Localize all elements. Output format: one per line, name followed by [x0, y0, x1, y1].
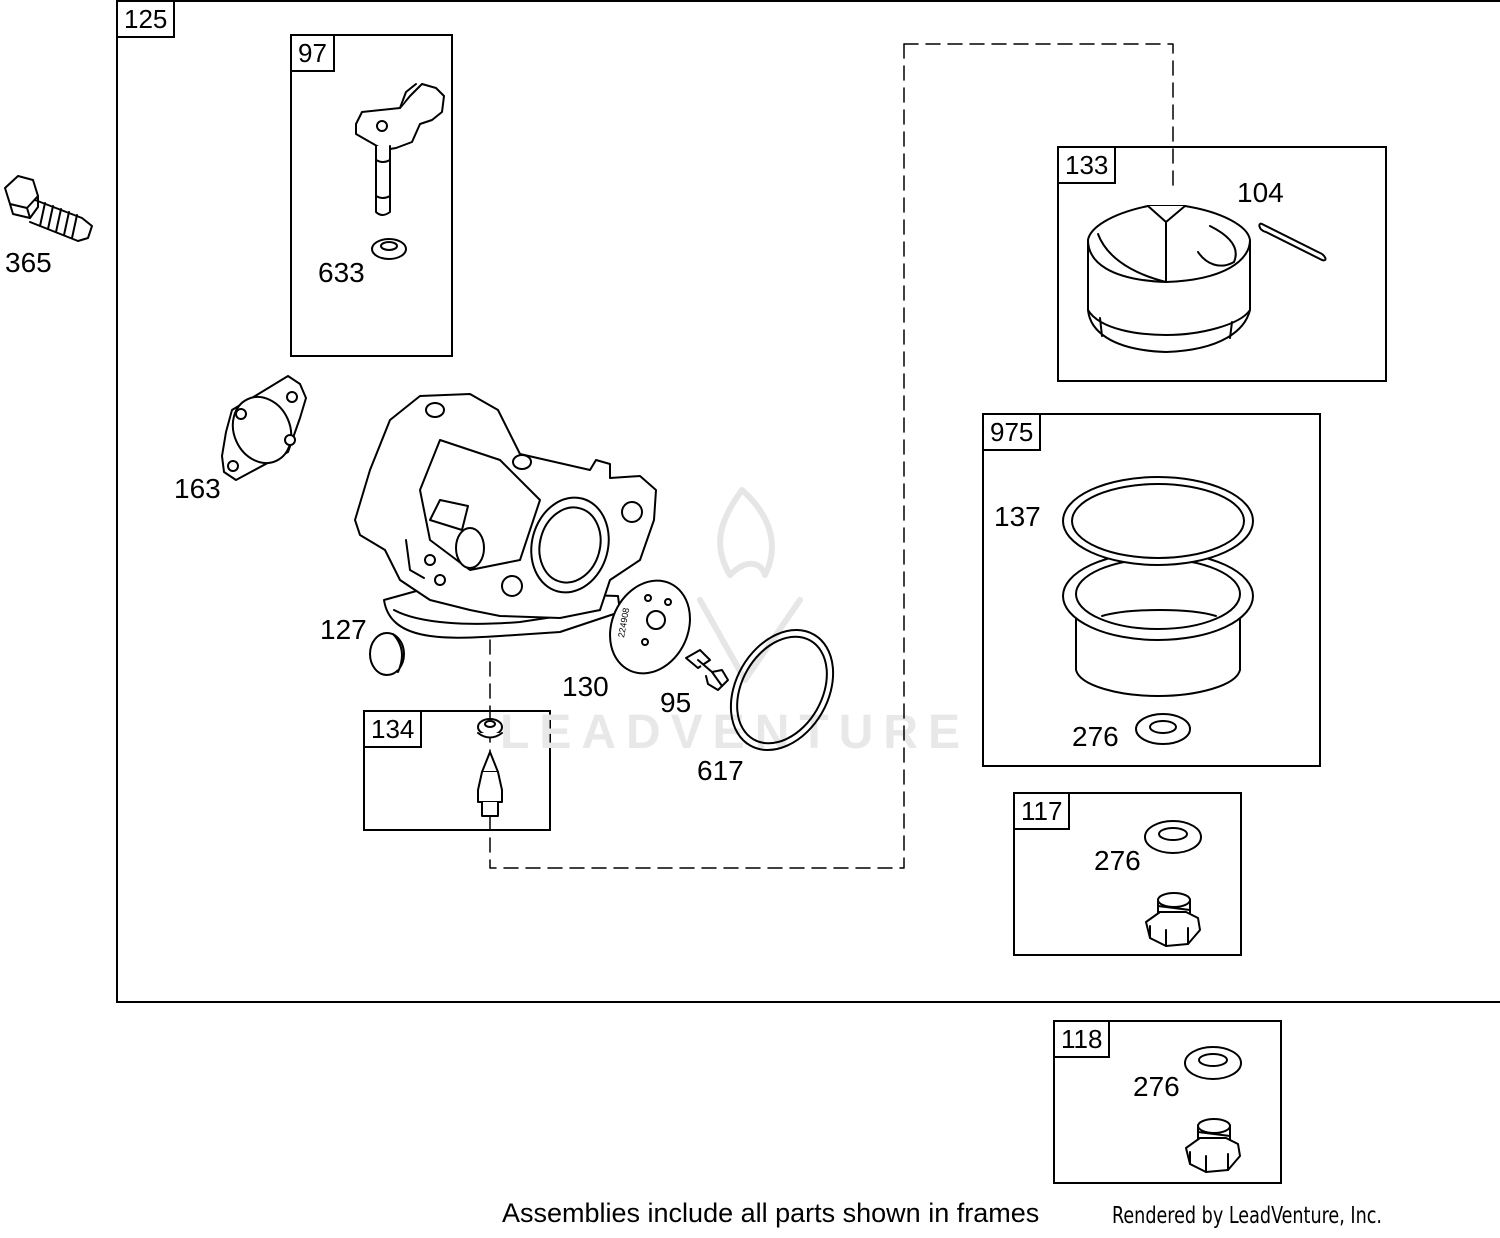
callout-163: 163: [174, 473, 221, 504]
callout-95: 95: [660, 687, 692, 718]
frame-117: 117: [1013, 792, 1242, 956]
needle-134-drawing: [477, 718, 503, 817]
callout-137: 137: [994, 501, 1041, 532]
assembly-dashed-lines: [489, 43, 1174, 869]
watermark-logo: [697, 487, 803, 683]
bolt-365-drawing: [4, 175, 93, 242]
callout-276-bowl: 276: [1072, 721, 1119, 752]
ring-617-drawing: [729, 628, 835, 752]
carburetor-body-drawing: [354, 393, 657, 639]
screw-95-drawing: [685, 649, 729, 691]
frame-97-label: 97: [292, 36, 335, 72]
frame-118-label: 118: [1055, 1022, 1111, 1058]
frame-125-label: 125: [118, 2, 176, 38]
drain-117-drawing: [1144, 820, 1202, 947]
frame-975-label: 975: [984, 415, 1042, 451]
callout-130: 130: [562, 671, 609, 702]
frame-97: 97: [290, 34, 453, 357]
gasket-163-drawing: [221, 375, 307, 481]
footer-note: Assemblies include all parts shown in fr…: [502, 1198, 1040, 1228]
footer-credit: Rendered by LeadVenture, Inc.: [1112, 1203, 1382, 1229]
callout-276-117: 276: [1094, 845, 1141, 876]
callout-633: 633: [318, 257, 365, 288]
frame-117-label: 117: [1015, 794, 1071, 830]
frame-134: 134: [363, 710, 551, 831]
frame-133: 133: [1057, 146, 1387, 382]
choke-shaft-97-drawing: [355, 83, 445, 260]
callout-276-118: 276: [1133, 1071, 1180, 1102]
drain-118-drawing: [1184, 1046, 1242, 1173]
callout-617: 617: [697, 755, 744, 786]
float-133-drawing: [1087, 205, 1327, 353]
bowl-975-drawing: [1062, 476, 1254, 745]
callout-127: 127: [320, 614, 367, 645]
callout-365: 365: [5, 247, 52, 278]
frame-125: 125: [116, 0, 1500, 1003]
plug-127-drawing: [369, 632, 405, 676]
frame-134-label: 134: [365, 712, 423, 748]
frame-133-label: 133: [1059, 148, 1117, 184]
frame-975: 975: [982, 413, 1321, 767]
frame-118: 118: [1053, 1020, 1282, 1184]
watermark: LEADVENTURE: [500, 706, 971, 759]
callout-104: 104: [1237, 177, 1284, 208]
plate-130-drawing: [609, 579, 691, 675]
